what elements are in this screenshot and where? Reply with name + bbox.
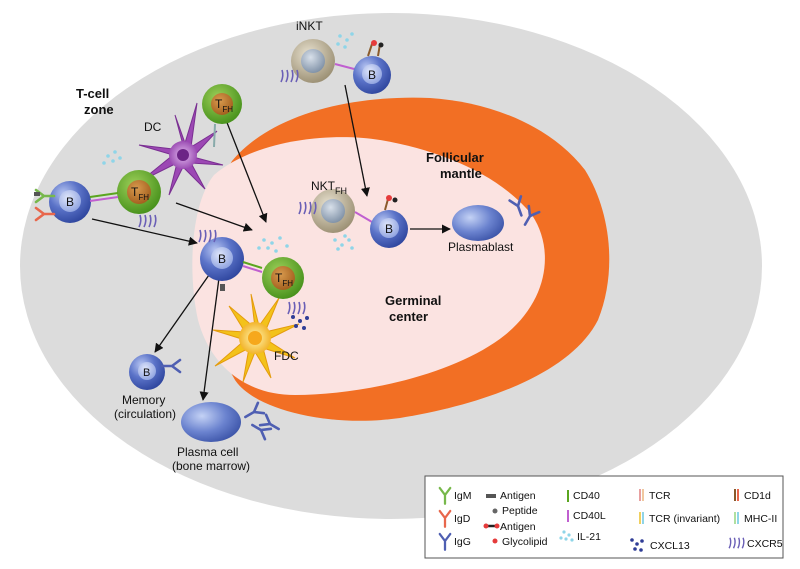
plasma-cell xyxy=(181,402,241,442)
germinal-center-label-line2: center xyxy=(389,309,428,324)
legend-antigen1-icon xyxy=(486,494,496,498)
memory-label-line2: (circulation) xyxy=(114,407,176,421)
b-left-receptors xyxy=(34,188,56,222)
memory-b-cell: B xyxy=(129,354,165,390)
inkt-label: iNKT xyxy=(296,19,323,33)
plasmablast-cell xyxy=(452,205,504,241)
legend-cd40: CD40 xyxy=(573,490,600,502)
arrows xyxy=(91,84,451,401)
inkt-cell xyxy=(291,39,335,83)
follicular-mantle-label-line2: mantle xyxy=(440,166,482,181)
tfh-left-label: TFH xyxy=(131,185,149,202)
b-cell-mid: B xyxy=(370,210,408,248)
legend-tcr: TCR xyxy=(649,490,671,502)
legend-tcr-inv-icon xyxy=(639,512,644,524)
il21-nktfh xyxy=(333,234,354,251)
b-left-tfh-synapse xyxy=(89,192,119,198)
b-mid-cd1d xyxy=(384,195,398,211)
legend-glycolipid: Glycolipid xyxy=(502,536,548,548)
nktfh-cell xyxy=(311,189,355,233)
b-gc-label: B xyxy=(218,252,226,266)
legend-peptide: Peptide xyxy=(502,505,538,517)
b-left-label: B xyxy=(66,195,74,209)
nktfh-b-synapse xyxy=(354,211,373,223)
legend-cxcl13-icon xyxy=(630,538,644,552)
tcell-zone-label-line1: T-cell xyxy=(76,86,109,101)
legend-il21: IL-21 xyxy=(577,531,601,543)
b-gc-tfh-synapse xyxy=(242,261,263,269)
b-gc-tfh-synapse-2 xyxy=(242,265,263,273)
legend-cxcl13: CXCL13 xyxy=(650,540,690,552)
legend-frame xyxy=(424,475,784,559)
dc-label: DC xyxy=(144,120,162,134)
memory-b-label: B xyxy=(143,367,150,379)
arrow-tfh-left-to-gc xyxy=(175,202,253,232)
arrow-gc-b-to-memory xyxy=(154,274,210,353)
cxcl13-particles xyxy=(291,315,309,330)
arrow-inkt-to-nktfh xyxy=(344,84,370,197)
legend-mhc2: MHC-II xyxy=(744,513,777,525)
il21-inkt xyxy=(336,32,354,49)
arrow-b-left-to-gc-b xyxy=(91,218,198,246)
legend-igd: IgD xyxy=(454,513,471,525)
b-cell-top: B xyxy=(353,56,391,94)
dendritic-cell xyxy=(138,102,224,196)
b-cell-left: B xyxy=(49,181,91,223)
tfh-cell-gc: TFH xyxy=(262,257,304,299)
memory-label-line1: Memory xyxy=(122,393,165,407)
fdc-label: FDC xyxy=(274,349,299,363)
tfh-top-link xyxy=(213,123,216,148)
b-gc-receptors xyxy=(220,284,225,291)
legend-igg: IgG xyxy=(454,536,471,548)
plasma-cell-label-line1: Plasma cell xyxy=(177,445,238,459)
legend-cd1d-icon xyxy=(734,489,739,501)
plasmablast-label: Plasmablast xyxy=(448,240,514,254)
b-mid-label: B xyxy=(385,222,393,236)
legend-tcr-icon xyxy=(639,489,644,501)
tfh-cell-top: TFH xyxy=(202,84,242,124)
follicular-dendritic-cell xyxy=(212,293,300,383)
legend-antigen2: Antigen xyxy=(500,521,536,533)
legend-cd1d: CD1d xyxy=(744,490,771,502)
legend-peptide-icon xyxy=(492,508,498,514)
tfh-cell-left: TFH xyxy=(117,170,161,214)
germinal-center-label-line1: Germinal xyxy=(385,293,441,308)
b-cell-gc: B xyxy=(200,237,244,281)
tcell-zone-label-line2: zone xyxy=(84,102,114,117)
legend-cd40l: CD40L xyxy=(573,510,606,522)
arrow-tfh-top-to-gc-tfh xyxy=(225,119,268,223)
b-top-cd1d xyxy=(367,40,384,57)
arrow-gc-b-to-plasma-cell xyxy=(199,277,220,401)
legend-antigen2-icon xyxy=(483,523,500,529)
b-left-tfh-synapse-2 xyxy=(89,196,119,202)
tfh-gc-label: TFH xyxy=(275,271,293,288)
il21-tfh-left xyxy=(102,150,122,165)
plasma-cell-label-line2: (bone marrow) xyxy=(172,459,250,473)
legend-cxcr5: CXCR5 xyxy=(747,538,783,550)
tfh-top-label: TFH xyxy=(215,97,233,114)
legend-mhc2-icon xyxy=(734,512,739,524)
legend: IgM IgD IgG Antigen Peptide Antigen Glyc… xyxy=(424,475,784,559)
legend-igm: IgM xyxy=(454,490,472,502)
legend-il21-icon xyxy=(559,530,574,542)
legend-glycolipid-icon xyxy=(492,538,498,544)
legend-antigen1: Antigen xyxy=(500,490,536,502)
il21-gc xyxy=(257,236,289,253)
follicular-mantle-label-line1: Follicular xyxy=(426,150,484,165)
legend-tcr-inv: TCR (invariant) xyxy=(649,513,720,525)
nktfh-label: NKTFH xyxy=(311,179,347,196)
b-top-label: B xyxy=(368,68,376,82)
